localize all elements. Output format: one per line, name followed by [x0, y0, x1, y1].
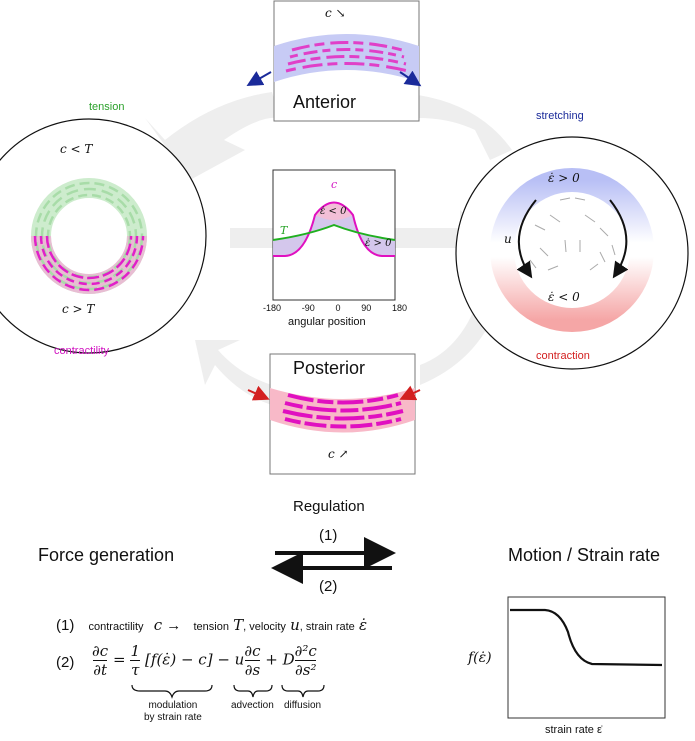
f-curve — [510, 608, 663, 667]
eq1-number: (1) — [56, 617, 75, 634]
cycle-arrow-top-right — [418, 95, 512, 160]
brace-advection-label: advection — [231, 700, 274, 711]
flow-arrow-right — [609, 199, 629, 279]
regulation-arrows — [271, 537, 396, 584]
profile-plot — [272, 169, 396, 301]
c-lt-T-label: c < T — [60, 142, 93, 156]
flow-field — [529, 197, 616, 271]
anterior-arrow-right — [399, 70, 422, 87]
anterior-arrow-left — [246, 71, 272, 86]
eq1-velocity: , velocity — [243, 621, 286, 633]
tension-cell — [0, 118, 207, 354]
anterior-title: Anterior — [293, 92, 357, 112]
brace-modulation-line1: modulation — [148, 700, 198, 711]
eq2-number: (2) — [56, 654, 75, 671]
regulation-arrow1-label: (1) — [319, 527, 338, 544]
flow-u-label: u — [504, 232, 512, 246]
plot-xtick: 180 — [391, 303, 407, 313]
plot-xtick: 90 — [361, 303, 372, 313]
eq1-tension: tension — [193, 621, 229, 633]
contraction-label: contraction — [536, 350, 590, 362]
brace-modulation-line2: by strain rate — [144, 712, 202, 723]
equation-1: (1) contractility c → tension T, velocit… — [56, 616, 367, 634]
eq1-contractility: contractility — [88, 621, 144, 633]
eq1-strain-rate: , strain rate — [299, 621, 355, 633]
plot-edot-neg-label: ε̇ < 0 — [320, 206, 347, 217]
inset-xlabel: strain rate ε̇ — [545, 724, 602, 736]
brace-diffusion-label: diffusion — [284, 700, 322, 711]
plot-c-label: c — [331, 178, 338, 191]
equation-braces — [131, 684, 325, 699]
inset-plot — [507, 596, 666, 719]
plot-T-label: T — [280, 224, 288, 237]
stretching-label: stretching — [536, 110, 584, 122]
flow-arrow-left — [516, 199, 537, 279]
motion-strain-rate-label: Motion / Strain rate — [508, 545, 661, 565]
plot-xtick: 0 — [335, 303, 341, 313]
brace-modulation-label: modulation by strain rate — [144, 700, 202, 724]
contractility-label: contractility — [54, 345, 110, 357]
anterior-c-label: c ↘ — [325, 6, 346, 20]
plot-edot-pos-label: ε̇ > 0 — [365, 238, 392, 249]
plot-xlabel: angular position — [288, 316, 366, 328]
eq1-c: c — [153, 616, 163, 634]
flow-cell — [455, 136, 689, 370]
posterior-c-label: c ↗ — [328, 447, 349, 461]
posterior-arrow-right — [399, 385, 421, 401]
eq1-arrow: → — [166, 617, 182, 634]
tension-label: tension — [89, 101, 125, 113]
plot-xtick: -180 — [263, 303, 282, 313]
regulation-title: Regulation — [293, 498, 365, 515]
T-curve — [272, 223, 396, 241]
plot-xtick: -90 — [301, 303, 315, 313]
anterior-box — [246, 0, 422, 122]
regulation-arrow2-label: (2) — [319, 578, 338, 595]
eq1-u: u — [290, 616, 300, 634]
c-gt-T-label: c > T — [62, 302, 95, 316]
eq1-T: T — [233, 616, 244, 634]
posterior-arrow-left — [247, 385, 270, 401]
force-generation-label: Force generation — [38, 545, 175, 565]
flow-edot-neg-label: ε̇ < 0 — [548, 290, 580, 304]
eq1-edot: ε̇ — [358, 616, 368, 634]
posterior-box — [247, 353, 421, 475]
posterior-title: Posterior — [293, 358, 366, 378]
plot-xticks: -180 -90 0 90 180 — [263, 303, 407, 313]
c-curve — [273, 201, 395, 257]
inset-ylabel: f(ε̇) — [468, 650, 492, 666]
cycle-arrow-top-left — [145, 92, 280, 180]
flow-edot-pos-label: ε̇ > 0 — [548, 171, 580, 185]
